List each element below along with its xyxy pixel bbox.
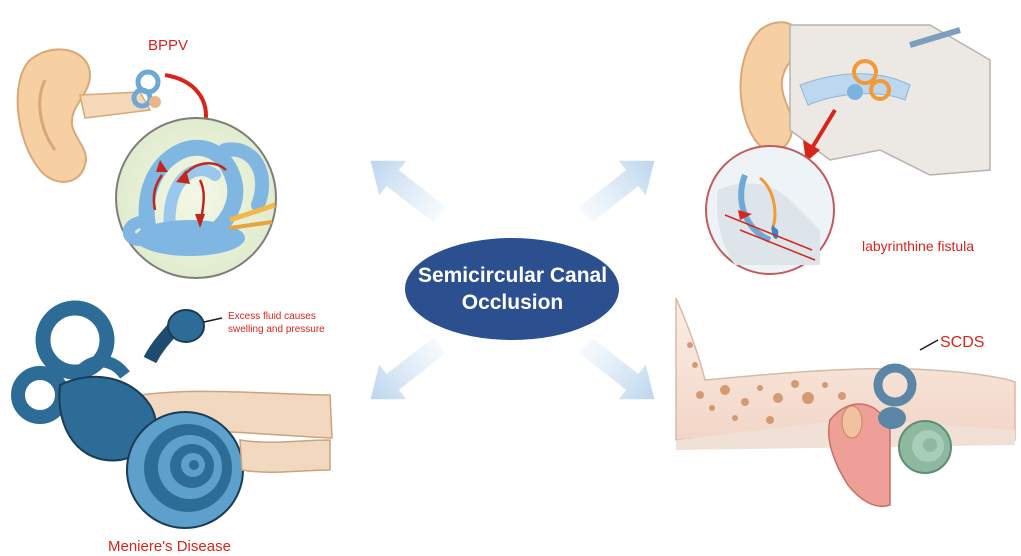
arrow-to-bppv [370,160,447,223]
fistula-title: labyrinthine fistula [862,238,974,254]
inner-ear-icon [847,59,891,101]
arrow-to-meniere [370,337,447,400]
bppv-panel [16,48,277,279]
cochlea-icon [898,420,952,474]
center-label: Semicircular Canal Occlusion [405,262,620,316]
arrow-to-scds [578,337,655,400]
meniere-note-line2: swelling and pressure [228,324,325,335]
meniere-panel [11,300,333,529]
ear-icon [16,48,92,183]
inner-ear-icon [131,69,161,109]
scds-title: SCDS [940,334,984,351]
meniere-note-line1: Excess fluid causes [228,311,316,322]
semicircular-canals [873,363,917,429]
scds-panel [675,297,1016,507]
meniere-title: Meniere's Disease [108,538,231,555]
arrow-to-fistula [578,160,655,223]
cochlea-icon [126,411,244,529]
center-label-line1: Semicircular Canal [417,264,608,287]
center-label-line2: Occlusion [461,291,564,314]
bppv-title: BPPV [148,37,188,54]
fistula-panel [705,21,991,275]
semicircular-canals [11,300,130,424]
center-ellipse [405,238,619,340]
